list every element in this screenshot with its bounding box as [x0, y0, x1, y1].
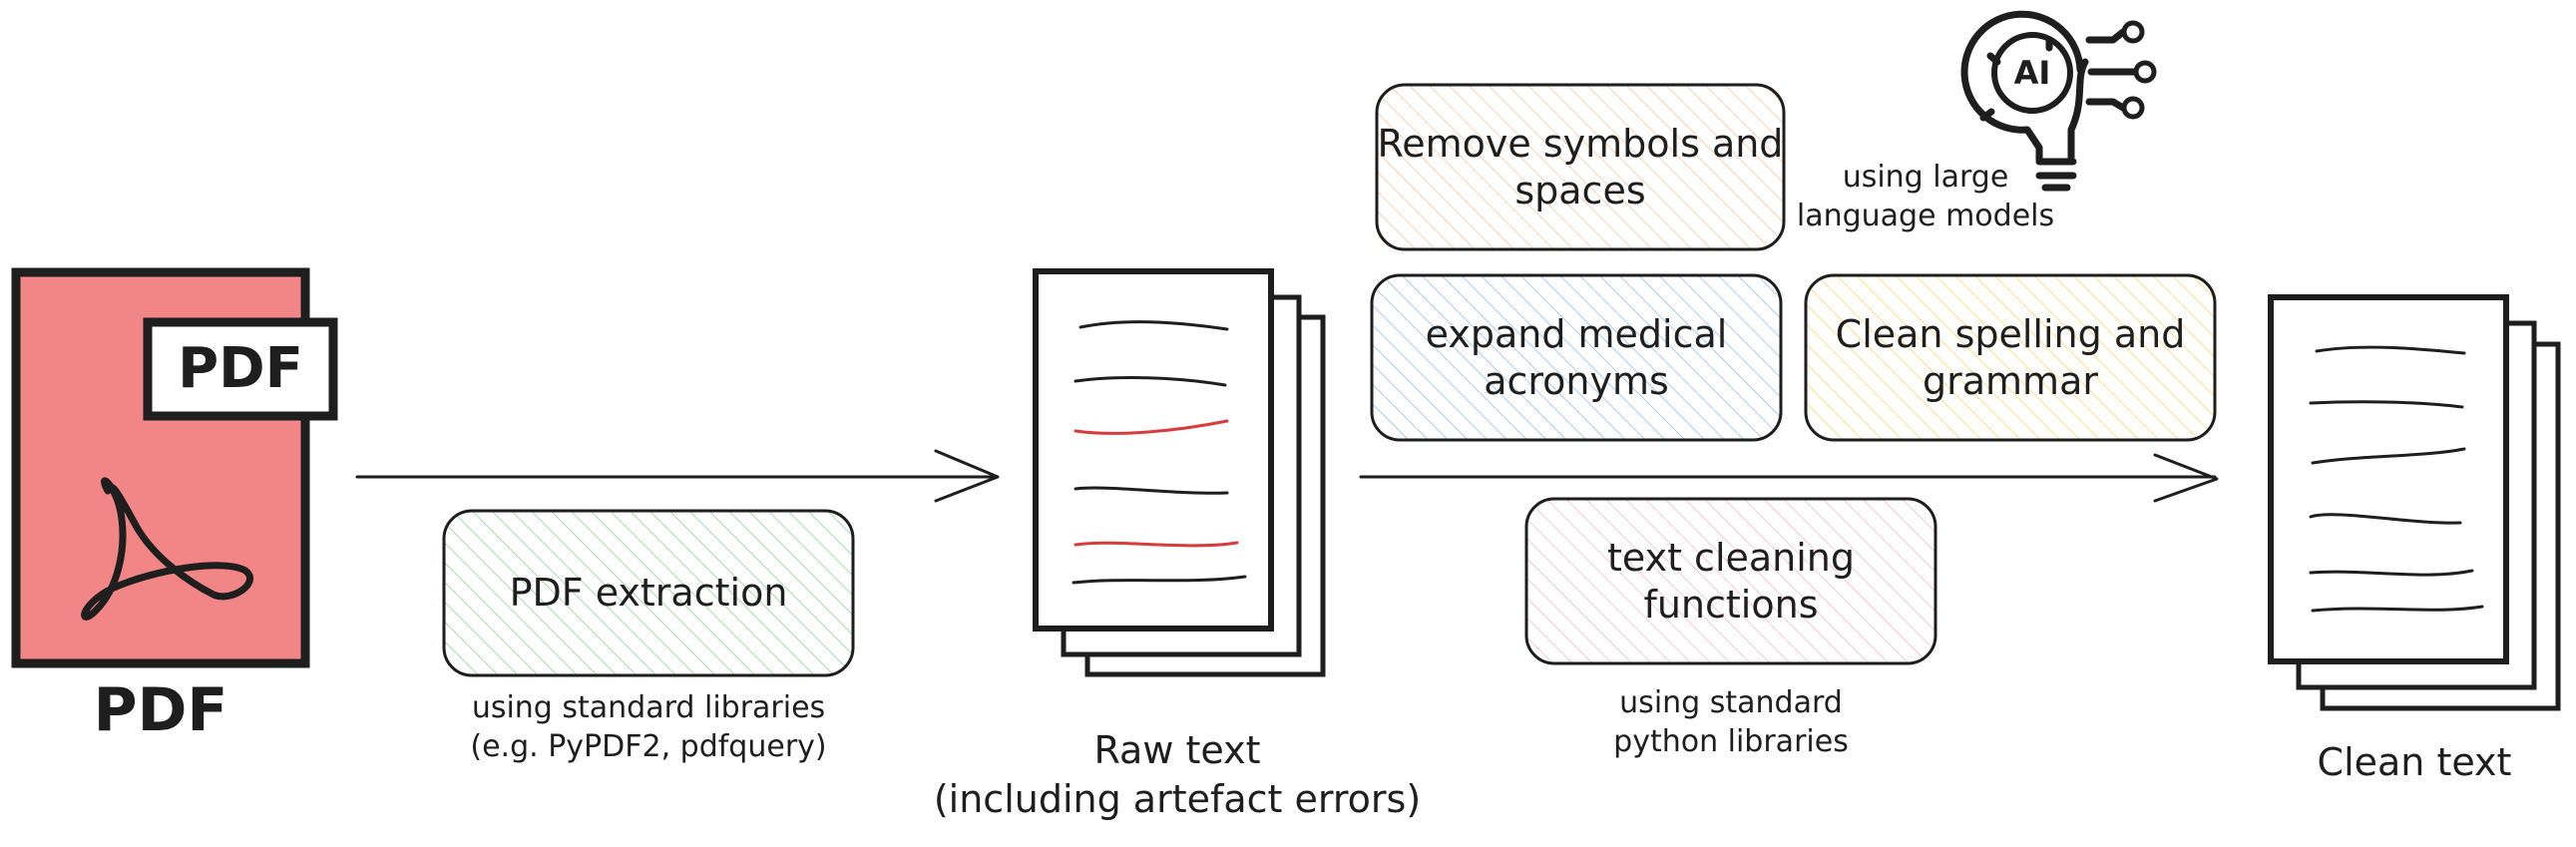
text-cleaning-box	[1524, 497, 1937, 665]
ai-lightbulb-icon	[1960, 10, 2157, 192]
text-cleaning-label: text cleaning functions	[1606, 536, 1856, 627]
pdf-caption: PDF	[93, 675, 228, 745]
clean-text-caption: Clean text	[2317, 740, 2512, 784]
acrobat-logo-icon	[81, 477, 253, 621]
pdf-badge-text: PDF	[178, 336, 303, 401]
arrow-pdf-to-raw	[355, 449, 1000, 503]
expand-acronyms-label: expand medical acronyms	[1425, 312, 1728, 403]
remove-symbols-label: Remove symbols and spaces	[1377, 122, 1784, 212]
pdf-document	[11, 267, 338, 668]
python-note: using standard python libraries	[1613, 685, 1849, 759]
pdf-extraction-note: using standard libraries (e.g. PyPDF2, p…	[470, 690, 827, 764]
clean-spelling-box	[1804, 273, 2217, 442]
arrow-raw-to-clean	[1359, 453, 2219, 503]
pdf-extraction-box	[442, 509, 855, 677]
remove-symbols-box	[1375, 83, 1786, 251]
pdf-badge	[143, 317, 338, 421]
raw-text-pages	[1033, 268, 1326, 677]
expand-acronyms-box	[1370, 273, 1783, 442]
clean-spelling-label: Clean spelling and grammar	[1835, 312, 2186, 403]
raw-text-caption: Raw text (including artefact errors)	[933, 728, 1422, 822]
ai-icon-text: AI	[2013, 54, 2051, 92]
llm-note: using large language models	[1796, 160, 2055, 233]
pdf-extraction-label: PDF extraction	[509, 571, 788, 616]
clean-text-pages	[2268, 294, 2561, 711]
